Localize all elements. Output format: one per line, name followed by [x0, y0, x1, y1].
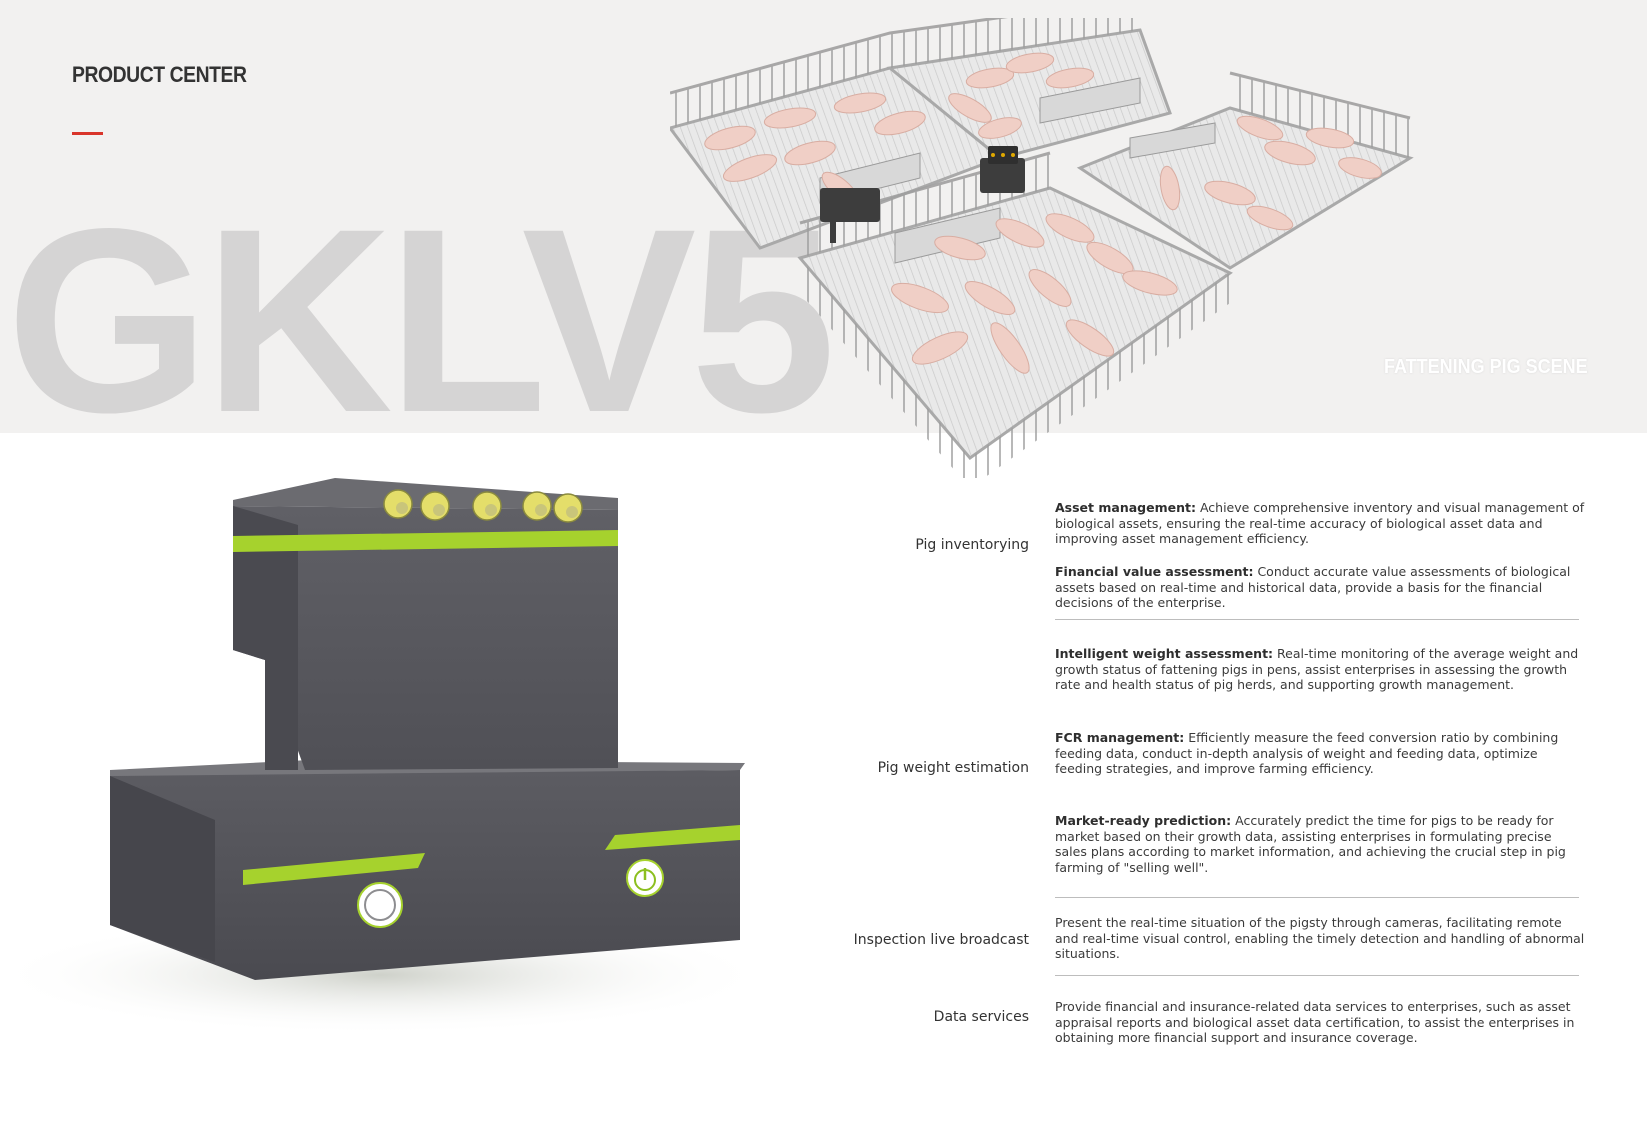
- category-label: Data services: [933, 1009, 1029, 1025]
- feature-text: Provide financial and insurance-related …: [1055, 999, 1575, 1045]
- feature-text: Real-time monitoring of the average weig…: [1055, 646, 1579, 692]
- device-stripe: [605, 825, 740, 850]
- pig-herd: [704, 52, 1382, 374]
- scene-label: FATTENING PIG SCENE: [1384, 356, 1588, 378]
- section-divider: [1055, 619, 1579, 620]
- page-title: PRODUCT CENTER: [72, 62, 247, 87]
- feature-title: FCR management:: [1055, 730, 1185, 745]
- section-divider: [1055, 975, 1579, 976]
- feature-description: Present the real-time situation of the p…: [1055, 915, 1585, 962]
- feature-description: Provide financial and insurance-related …: [1055, 999, 1585, 1046]
- feature-text: Accurately predict the time for pigs to …: [1055, 813, 1566, 875]
- category-label: Pig weight estimation: [877, 760, 1029, 776]
- device-camera-housing: [233, 478, 618, 770]
- section-divider: [1055, 897, 1579, 898]
- pig-pen-illustration: [667, 0, 1490, 488]
- feature-title: Market-ready prediction:: [1055, 813, 1232, 828]
- category-label: Inspection live broadcast: [853, 932, 1029, 948]
- feature-title: Intelligent weight assessment:: [1055, 646, 1274, 661]
- feature-description: Financial value assessment: Conduct accu…: [1055, 564, 1585, 611]
- category-label: Pig inventorying: [915, 537, 1029, 553]
- feature-title: Financial value assessment:: [1055, 564, 1254, 579]
- device-stripe: [243, 853, 425, 885]
- feature-description: FCR management: Efficiently measure the …: [1055, 730, 1585, 777]
- feature-title: Asset management:: [1055, 500, 1196, 515]
- feature-text: Conduct accurate value assessments of bi…: [1055, 564, 1571, 610]
- device-illustration: [0, 470, 780, 1035]
- feature-text: Achieve comprehensive inventory and visu…: [1055, 500, 1585, 546]
- feature-description: Asset management: Achieve comprehensive …: [1055, 500, 1585, 547]
- feature-text: Efficiently measure the feed conversion …: [1055, 730, 1559, 776]
- inspection-device: [820, 146, 1025, 243]
- feature-description: Intelligent weight assessment: Real-time…: [1055, 646, 1585, 693]
- title-accent-line: [72, 132, 103, 135]
- device-stripe: [233, 530, 618, 552]
- model-watermark: GKLV5: [6, 174, 836, 467]
- feature-text: Present the real-time situation of the p…: [1055, 915, 1585, 961]
- device-base: [110, 760, 745, 980]
- power-icon: [634, 868, 656, 891]
- feature-description: Market-ready prediction: Accurately pred…: [1055, 813, 1585, 875]
